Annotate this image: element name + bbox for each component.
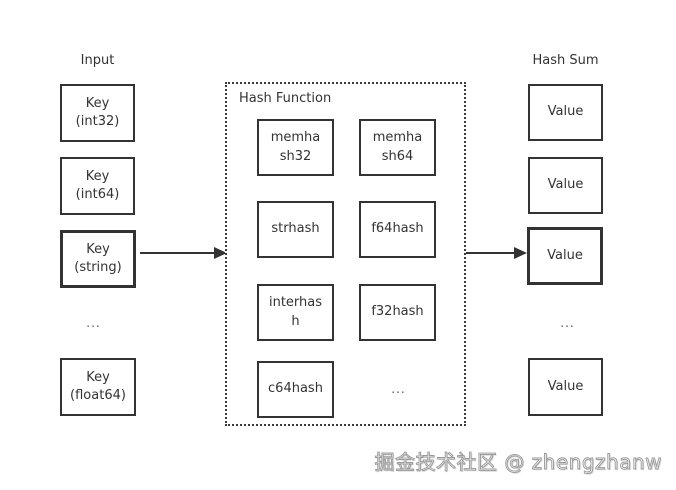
hash-fn-f32hash-label: f32hash	[371, 304, 424, 320]
value-box-2: Value	[528, 157, 603, 214]
value-box-4-label: Value	[547, 378, 584, 394]
hash-fn-interhash-label: interhash	[268, 295, 323, 329]
hash-fn-f64hash: f64hash	[359, 201, 436, 258]
input-key-int32: Key (int32)	[60, 84, 135, 142]
value-box-3: Value	[527, 227, 603, 285]
value-box-4: Value	[528, 358, 603, 416]
input-key-string-label: Key (string)	[74, 241, 122, 275]
hash-fn-memhash32-label: memhash32	[270, 130, 321, 164]
hash-sum-ellipsis: ...	[560, 316, 575, 330]
hash-fn-strhash-label: strhash	[271, 221, 320, 237]
hash-function-title: Hash Function	[239, 91, 332, 106]
hash-fn-c64hash: c64hash	[257, 361, 334, 418]
input-key-int32-label: Key (int32)	[75, 95, 120, 129]
hash-fn-c64hash-label: c64hash	[268, 381, 323, 397]
value-box-1: Value	[528, 84, 603, 141]
input-ellipsis: ...	[86, 316, 101, 330]
input-to-hash-arrow-head	[214, 247, 227, 259]
hash-to-sum-arrow-line	[466, 252, 514, 254]
input-to-hash-arrow-line	[140, 252, 214, 254]
value-box-1-label: Value	[547, 104, 584, 120]
input-key-float64: Key (float64)	[60, 358, 136, 416]
hash-fn-memhash32: memhash32	[257, 119, 334, 176]
hash-fn-strhash: strhash	[257, 201, 334, 258]
input-column-title: Input	[80, 53, 115, 68]
input-key-int64: Key (int64)	[60, 157, 135, 215]
watermark-text: 掘金技术社区 @ zhengzhanw	[374, 450, 662, 475]
hash-to-sum-arrow-head	[514, 247, 527, 259]
hash-function-ellipsis: ...	[391, 382, 406, 396]
hash-fn-memhash64: memhash64	[359, 119, 436, 176]
hash-sum-column-title: Hash Sum	[532, 53, 599, 68]
hash-fn-interhash: interhash	[257, 284, 334, 341]
value-box-3-label: Value	[547, 247, 583, 263]
hash-fn-memhash64-label: memhash64	[372, 130, 423, 164]
value-box-2-label: Value	[547, 177, 584, 193]
hash-fn-f32hash: f32hash	[359, 284, 436, 341]
hash-fn-f64hash-label: f64hash	[371, 221, 424, 237]
input-key-int64-label: Key (int64)	[75, 168, 120, 202]
input-key-float64-label: Key (float64)	[70, 369, 126, 403]
input-key-string: Key (string)	[60, 230, 136, 288]
